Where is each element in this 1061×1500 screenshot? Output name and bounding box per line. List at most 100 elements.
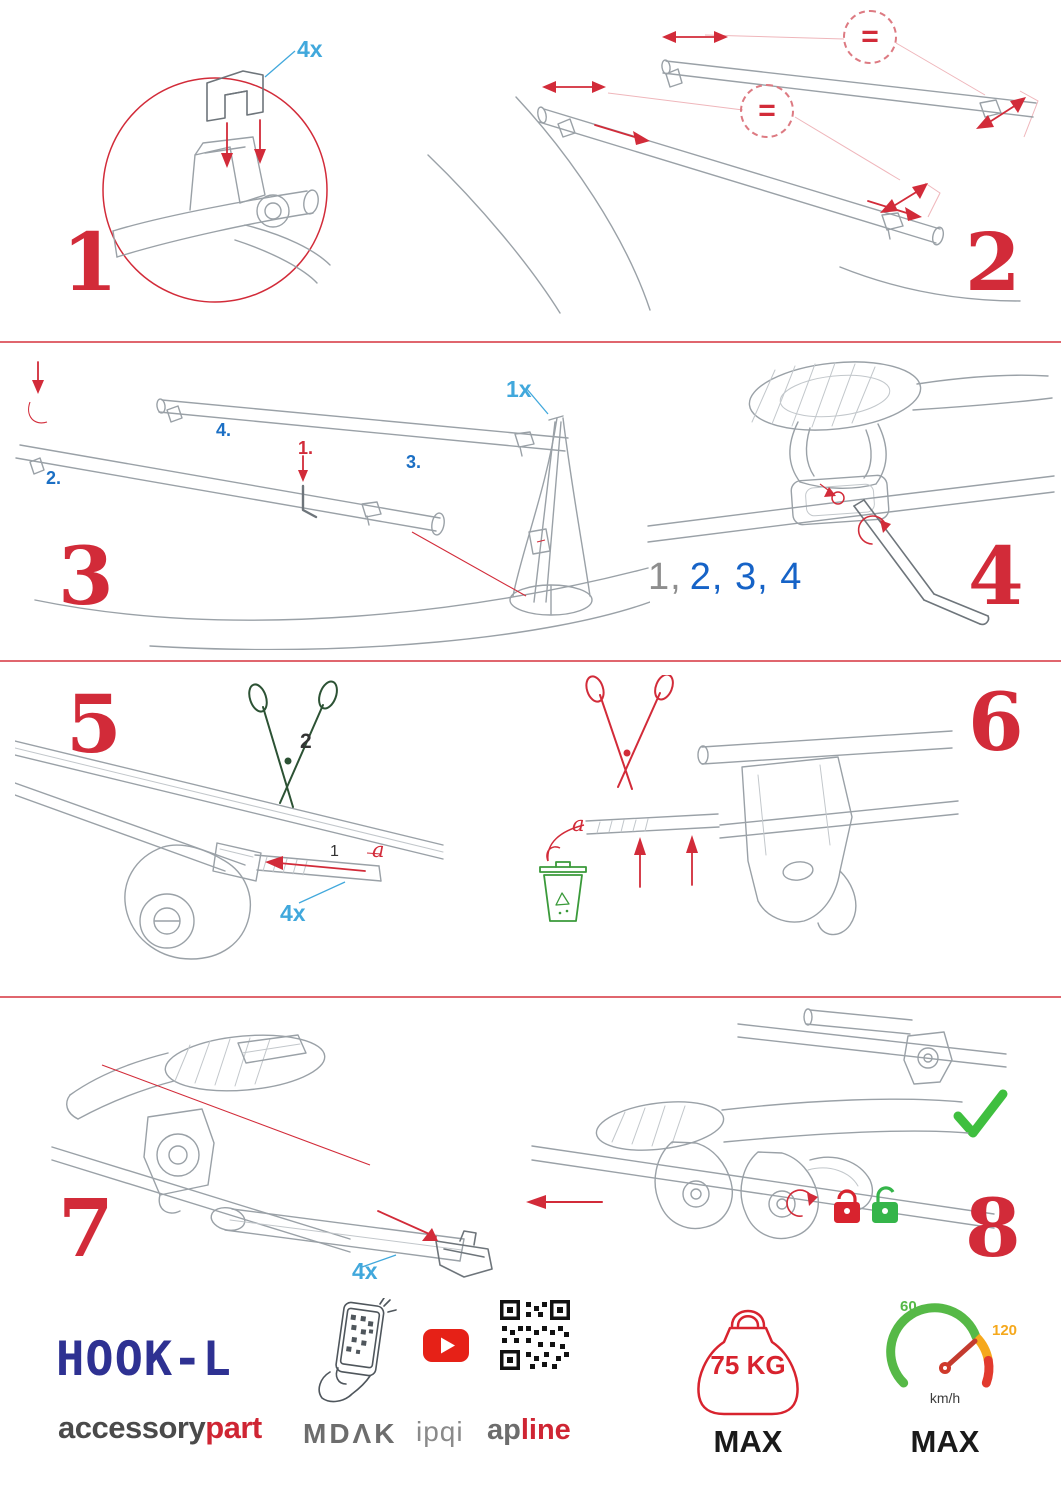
place-arrow [28,361,48,424]
bracket-part [206,70,264,122]
front-crossbar [15,444,445,536]
rear-crossbar [661,59,1037,128]
step-3-illustration [15,361,650,650]
equal-sign: = [758,94,776,127]
mounted-result [737,1008,1007,1085]
alignment-line [101,1064,371,1166]
rail-and-bar [697,730,959,839]
roof-rail [15,740,444,872]
allen-key-icon [298,455,318,519]
cut-step-label: 2 [300,730,312,753]
pull-arrow [265,852,382,872]
step-2-illustration [427,31,1039,314]
equal-sign: = [861,20,879,53]
substep-1-label: 1. [298,438,314,458]
step-3-quantity: 1x [506,376,532,402]
equal-spacing-badge-1: = [843,10,897,64]
step-5-illustration [15,680,444,960]
step-8-number: 8 [965,1181,1021,1275]
scissors-icon [248,680,338,808]
step-1-quantity: 4x [297,36,323,62]
sequence-done: 1, [648,556,682,598]
needle [942,1338,978,1371]
step-7-quantity: 4x [352,1258,378,1284]
step-8-illustration [526,1008,1008,1240]
insert-arrow [377,1210,438,1241]
product-name: HOOK-L [56,1332,232,1387]
weight-limit-value: 75 KG [710,1350,786,1380]
red-leader-line [411,531,527,597]
buckle-mark [536,539,546,543]
qr-code [500,1300,570,1370]
clamp-body [789,421,890,526]
partner-logo-mdak: MDΛK [303,1418,398,1449]
socket-target [819,483,845,505]
divider-2 [0,660,1061,662]
substep-2-label: 2. [46,468,62,488]
bar-and-rail [531,1098,995,1229]
insert-arrows [221,119,266,168]
front-crossbar [537,106,945,246]
qty-leader-line [264,50,296,78]
step-6-illustration [539,675,959,936]
speed-unit-label: km/h [929,1390,961,1406]
step-4-number: 4 [968,529,1024,623]
crossbar-clamp-detail [112,136,331,284]
strap-to-cut [585,813,720,835]
speedometer-icon [886,1303,994,1388]
rear-crossbar [156,398,569,457]
padlock-open-icon [872,1186,898,1223]
roof-rail [647,475,1055,543]
scissors-icon [585,675,674,790]
rotate-arrow [857,515,891,545]
substep-4-label: 4. [216,420,232,440]
foot-bracket [741,756,857,936]
apline-red: line [520,1414,571,1446]
discarded-strap [546,824,585,862]
step-3-number: 3 [58,529,114,623]
brand-logo: accessorypart [58,1410,262,1446]
bar-cross-section [748,361,1053,431]
step-6-number: 6 [968,675,1024,769]
step-sequence-indicator: 1,2, 3, 4 [648,556,802,599]
step-7-number: 7 [58,1181,114,1275]
partner-logo-ipqi: ipqi [416,1416,464,1447]
step-5-quantity: 4x [280,900,306,926]
bar-opening [66,1034,326,1120]
push-up-arrows [634,835,698,888]
ref-a-label: a [372,838,385,862]
check-icon [953,1089,1008,1138]
rotate-arrow [786,1189,818,1217]
speed-high-label: 120 [992,1322,1018,1339]
brand-red: part [205,1410,262,1445]
cover-strip [210,1206,465,1262]
step-2-number: 2 [965,215,1021,309]
step-4-illustration [647,361,1055,626]
step-7-illustration [51,1034,493,1278]
step-1-illustration [102,50,331,303]
strap-end [254,854,382,882]
speed-low-label: 60 [900,1298,917,1315]
weight-max-label: MAX [713,1424,783,1459]
strap-in-funnel [509,415,593,616]
brand-gray: accessory [58,1410,206,1445]
weight-icon [697,1309,799,1416]
clamp-body [51,1108,351,1253]
apline-gray: ap [487,1414,521,1446]
clamp-body [124,842,262,960]
partner-logo-apline: apline [487,1414,571,1447]
step-5-number: 5 [66,677,122,771]
roof-outline [427,96,1021,314]
clamp-1 [654,1141,733,1230]
slide-arrow [526,1195,603,1209]
recycle-icon [555,892,570,906]
qty-leader-line [525,387,549,415]
qty-leader-line [298,881,346,904]
divider-3 [0,996,1061,998]
adjust-arrows [542,31,1026,221]
phone-scan-icon [318,1298,397,1403]
roof-outline [34,567,650,650]
sequence-rest: 2, 3, 4 [689,556,803,598]
substep-3-label: 3. [406,452,422,472]
speed-max-label: MAX [910,1424,980,1459]
